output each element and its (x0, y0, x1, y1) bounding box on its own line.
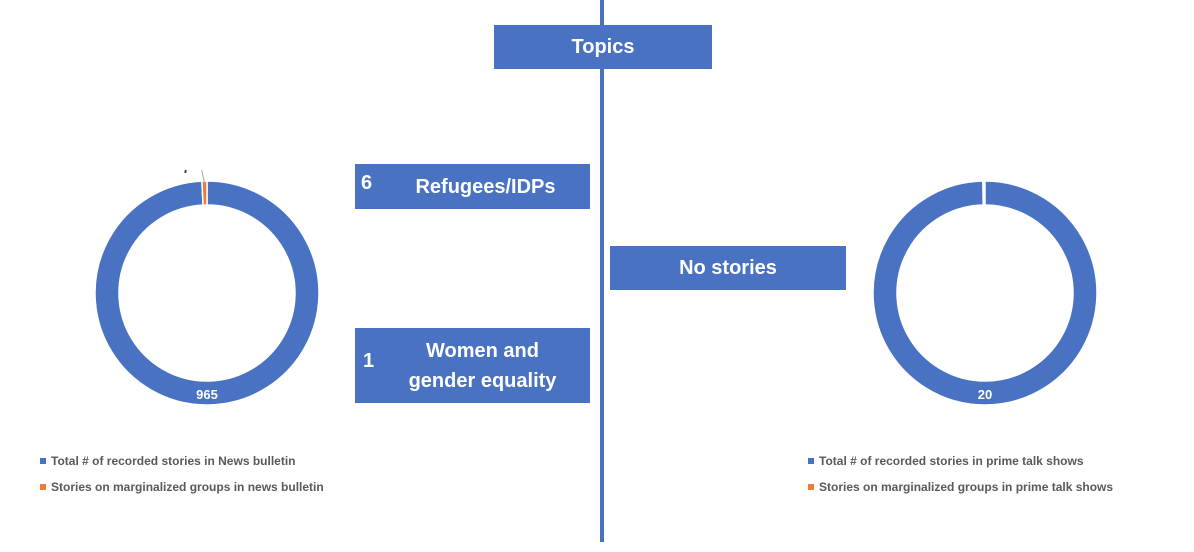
topic-count: 1 (363, 350, 375, 372)
topic-box-women: 1 Women and gender equality (355, 328, 590, 403)
legend-swatch (808, 484, 814, 490)
leader-line (201, 170, 205, 184)
legend-swatch (40, 458, 46, 464)
legend-talk-shows: Total # of recorded stories in prime tal… (808, 448, 1113, 500)
legend-news-bulletin: Total # of recorded stories in News bull… (40, 448, 324, 500)
topic-label: Women and gender equality (408, 339, 557, 392)
donut-slice (872, 180, 1098, 406)
legend-label: Total # of recorded stories in News bull… (51, 454, 296, 468)
legend-item: Total # of recorded stories in prime tal… (808, 448, 1113, 474)
topic-box-no-stories: No stories (610, 246, 846, 290)
legend-item: Stories on marginalized groups in news b… (40, 474, 324, 500)
data-label: 965 (196, 387, 218, 402)
donut-chart-talk-shows: 20 (872, 180, 1098, 406)
legend-label: Stories on marginalized groups in prime … (819, 480, 1114, 494)
data-label: 20 (978, 387, 992, 402)
legend-item: Total # of recorded stories in News bull… (40, 448, 324, 474)
legend-swatch (40, 484, 46, 490)
topic-label: No stories (679, 257, 777, 279)
topic-box-refugees: 6 Refugees/IDPs (355, 164, 590, 209)
legend-label: Total # of recorded stories in prime tal… (819, 454, 1084, 468)
data-label: 7 (182, 170, 189, 176)
donut-slice (201, 180, 208, 206)
donut-chart-news-bulletin: 965 7 (94, 170, 320, 406)
divider-line (600, 0, 604, 542)
topic-count: 6 (361, 172, 373, 194)
legend-swatch (808, 458, 814, 464)
legend-item: Stories on marginalized groups in prime … (808, 474, 1113, 500)
topics-title: Topics (571, 36, 635, 58)
topic-label: Refugees/IDPs (415, 175, 556, 198)
legend-label: Stories on marginalized groups in news b… (51, 480, 324, 494)
donut-slice (94, 180, 320, 406)
topics-header: Topics (494, 25, 712, 69)
